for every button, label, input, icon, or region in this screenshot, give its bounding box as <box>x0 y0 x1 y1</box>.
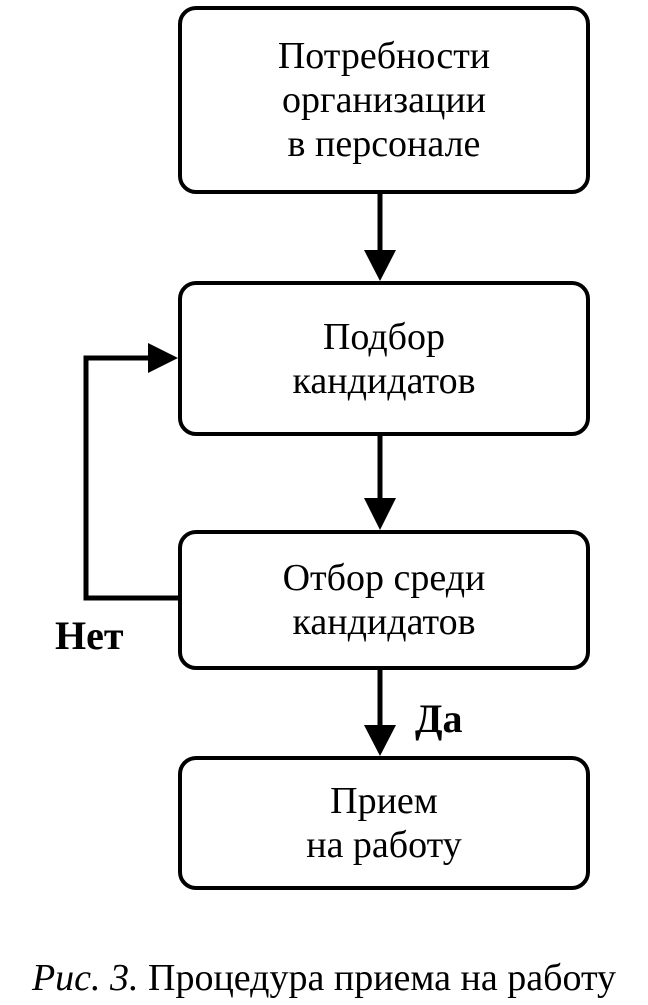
arrow-search-to-select <box>364 436 396 530</box>
arrow-feedback-loop <box>83 343 178 601</box>
box-line: Потребности <box>277 35 491 77</box>
arrow-needs-to-search <box>364 194 396 281</box>
box-line: на работу <box>306 824 462 866</box>
figure-caption: Рис. 3. Процедура приема на работу <box>0 956 648 1000</box>
box-line: в персонале <box>287 123 481 165</box>
box-candidate-selection: Отбор среди кандидатов <box>178 530 590 670</box>
box-line: Подбор <box>322 315 445 358</box>
box-hiring: Прием на работу <box>178 756 590 890</box>
arrow-select-to-hire <box>364 670 396 756</box>
label-yes: Да <box>415 696 463 741</box>
label-no: Нет <box>55 613 124 658</box>
box-line: организации <box>281 79 486 121</box>
box-line: кандидатов <box>292 359 476 402</box>
box-line: Отбор среди <box>282 557 486 599</box>
box-line: кандидатов <box>292 601 476 643</box>
figure-number: Рис. 3. <box>31 957 139 999</box>
box-line: Прием <box>330 780 438 822</box>
box-candidate-search: Подбор кандидатов <box>178 281 590 436</box>
figure-title: Процедура приема на работу <box>148 957 617 999</box>
box-staff-needs: Потребности организации в персонале <box>178 6 590 194</box>
